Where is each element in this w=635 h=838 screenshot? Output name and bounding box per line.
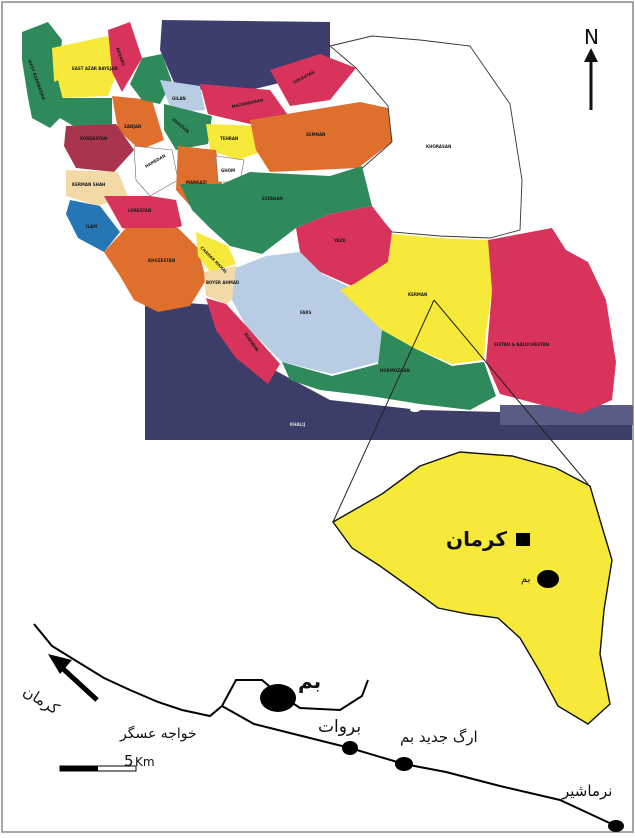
narmashir-label: نرماشیر: [561, 782, 612, 800]
label-khorasan: KHORASAN: [426, 144, 451, 149]
bam-label: بم: [298, 669, 321, 693]
scale-unit: Km: [135, 755, 155, 769]
bam-marker: [260, 684, 296, 712]
arg-jadid-marker: [395, 757, 413, 771]
label-khuzestan: KHUZESTAN: [148, 258, 175, 263]
label-lorestan: LORESTAN: [128, 208, 151, 213]
label-ilam: ILAM: [86, 224, 97, 229]
label-boyer-ahmad: BOYER AHMAD: [206, 280, 240, 285]
narmashir-marker: [608, 820, 624, 832]
label-yazd: YAZD: [333, 238, 347, 243]
label-sistan: SISTAN & BALUCHESTAN: [494, 342, 549, 347]
label-east-azarbayjan: EAST AZAR BAYEJAN: [72, 66, 118, 71]
label-ghom: GHOM: [221, 168, 235, 173]
bam-inset-label: بم: [521, 574, 530, 585]
label-tehran: TEHRAN: [220, 136, 238, 141]
label-esfahan: ESFAHAN: [262, 196, 283, 201]
khajeh-askar-label: خواجه عسگر: [119, 725, 197, 742]
baravat-label: بروات: [318, 717, 361, 737]
label-zanjan: ZANJAN: [124, 124, 141, 129]
label-hormozgan: HORMOZGAN: [380, 368, 410, 373]
baravat-marker: [342, 741, 358, 755]
label-kerman: KERMAN: [408, 292, 427, 297]
gulf-island: [410, 408, 420, 412]
bam-inset-marker: [537, 570, 559, 588]
label-kordestan: KORDESTAN: [80, 136, 107, 141]
label-gilan: GILAN: [172, 96, 186, 101]
label-kermanshah: KERMAN SHAH: [72, 182, 105, 187]
arg-jadid-label: ارگ جدید بم: [400, 728, 478, 746]
kerman-city-label: کرمان: [446, 527, 507, 551]
scale-number: 5: [124, 752, 134, 770]
scale-bar-fill: [60, 766, 98, 771]
label-semnan: SEMNAN: [306, 132, 325, 137]
label-markazi: MARKAZI: [186, 180, 207, 185]
label-fars: FARS: [300, 310, 311, 315]
north-label: N: [584, 25, 599, 49]
kerman-city-marker: [516, 533, 530, 546]
label-khalij: KHALIJ: [290, 422, 306, 427]
